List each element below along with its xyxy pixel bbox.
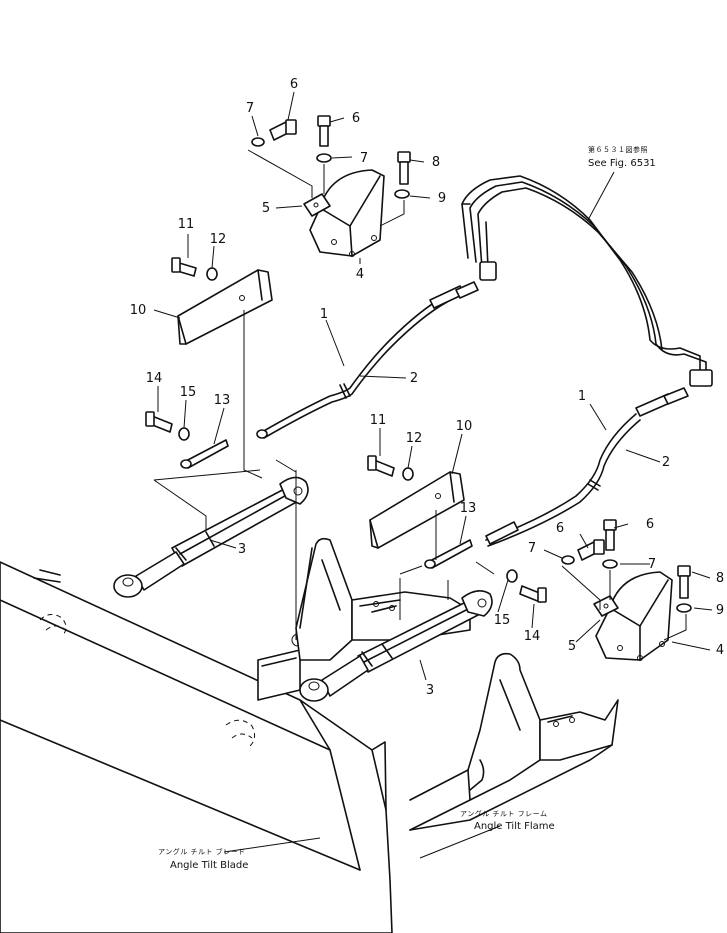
frame-label-jp: アングル チルト フレーム: [460, 809, 547, 818]
bracket-top: [309, 169, 385, 257]
callout-7: 7: [648, 557, 656, 572]
callout-15: 15: [180, 385, 197, 400]
callout-4: 4: [716, 643, 724, 658]
callout-14: 14: [146, 371, 163, 386]
washer-15-right: [506, 569, 518, 583]
washer-7-right-a: [561, 555, 575, 565]
callout-6: 6: [352, 111, 360, 126]
callout-11: 11: [370, 413, 387, 428]
callout-3: 3: [238, 542, 246, 557]
callout-7: 7: [246, 101, 254, 116]
callout-numbers: 6 7 6 7 5 8 9 4 11 12 10 1 2 14 15 13 3 …: [130, 77, 724, 698]
blade-label-en: Angle Tilt Blade: [170, 860, 248, 871]
callout-4: 4: [356, 267, 364, 282]
callout-15: 15: [494, 613, 511, 628]
callout-1: 1: [578, 389, 586, 404]
callout-14: 14: [524, 629, 541, 644]
callout-9: 9: [716, 603, 724, 618]
assembly-guide-lines: [153, 149, 687, 641]
washer-15-left: [178, 427, 190, 441]
callout-10: 10: [130, 303, 147, 318]
callout-6: 6: [556, 521, 564, 536]
bolt-6-upper-b: [317, 115, 331, 147]
callout-2: 2: [410, 371, 418, 386]
guard-right: [369, 471, 465, 549]
see-fig-note-jp: 第６５３１図参照: [588, 145, 648, 154]
bolt-14-left: [145, 411, 173, 433]
cylinder-left: [113, 476, 309, 598]
bolt-8-right: [677, 565, 691, 599]
callout-3: 3: [426, 683, 434, 698]
washer-9-upper: [394, 189, 410, 199]
washer-12-right: [402, 467, 414, 481]
callout-11: 11: [178, 217, 195, 232]
frame-label-en: Angle Tilt Flame: [474, 821, 555, 832]
bolt-14-right: [519, 585, 547, 603]
bracket-right: [595, 571, 673, 661]
callout-13: 13: [214, 393, 231, 408]
callout-12: 12: [210, 232, 227, 247]
bolt-8-upper: [397, 151, 411, 185]
angle-tilt-blade: [0, 561, 393, 933]
callout-10: 10: [456, 419, 473, 434]
callout-2: 2: [662, 455, 670, 470]
bolt-11-left: [171, 257, 197, 277]
bolt-6-right-b: [603, 519, 617, 551]
callout-6: 6: [290, 77, 298, 92]
blade-label-jp: アングル チルト ブレード: [158, 847, 246, 856]
callout-1: 1: [320, 307, 328, 322]
reference-notes: 第６５３１図参照 See Fig. 6531 アングル チルト フレーム Ang…: [158, 145, 656, 871]
washer-12-left: [206, 267, 218, 281]
washer-7-right-b: [602, 559, 618, 569]
guard-left: [177, 269, 273, 345]
bolt-6-right-a: [577, 539, 605, 561]
leader-lines: [153, 91, 713, 859]
bolt-13-right: [424, 539, 473, 569]
hose-lower: [485, 387, 689, 547]
see-fig-note-en: See Fig. 6531: [588, 158, 656, 169]
callout-9: 9: [438, 191, 446, 206]
hose-upper: [256, 281, 479, 439]
washer-7-upper-b: [316, 153, 332, 163]
callout-12: 12: [406, 431, 423, 446]
washer-7-upper-a: [251, 137, 265, 147]
callout-7: 7: [360, 151, 368, 166]
callout-8: 8: [432, 155, 440, 170]
bolt-6-upper-a: [269, 119, 297, 141]
callout-6: 6: [646, 517, 654, 532]
cylinder-right: [299, 590, 493, 702]
plate-top: [303, 193, 331, 217]
callout-7: 7: [528, 541, 536, 556]
callout-13: 13: [460, 501, 477, 516]
callout-8: 8: [716, 571, 724, 586]
bolt-13-left: [180, 439, 229, 469]
callout-5: 5: [262, 201, 270, 216]
piping-see-fig: [461, 175, 713, 387]
washer-9-right: [676, 603, 692, 613]
bolt-11-right: [367, 455, 395, 477]
callout-5: 5: [568, 639, 576, 654]
